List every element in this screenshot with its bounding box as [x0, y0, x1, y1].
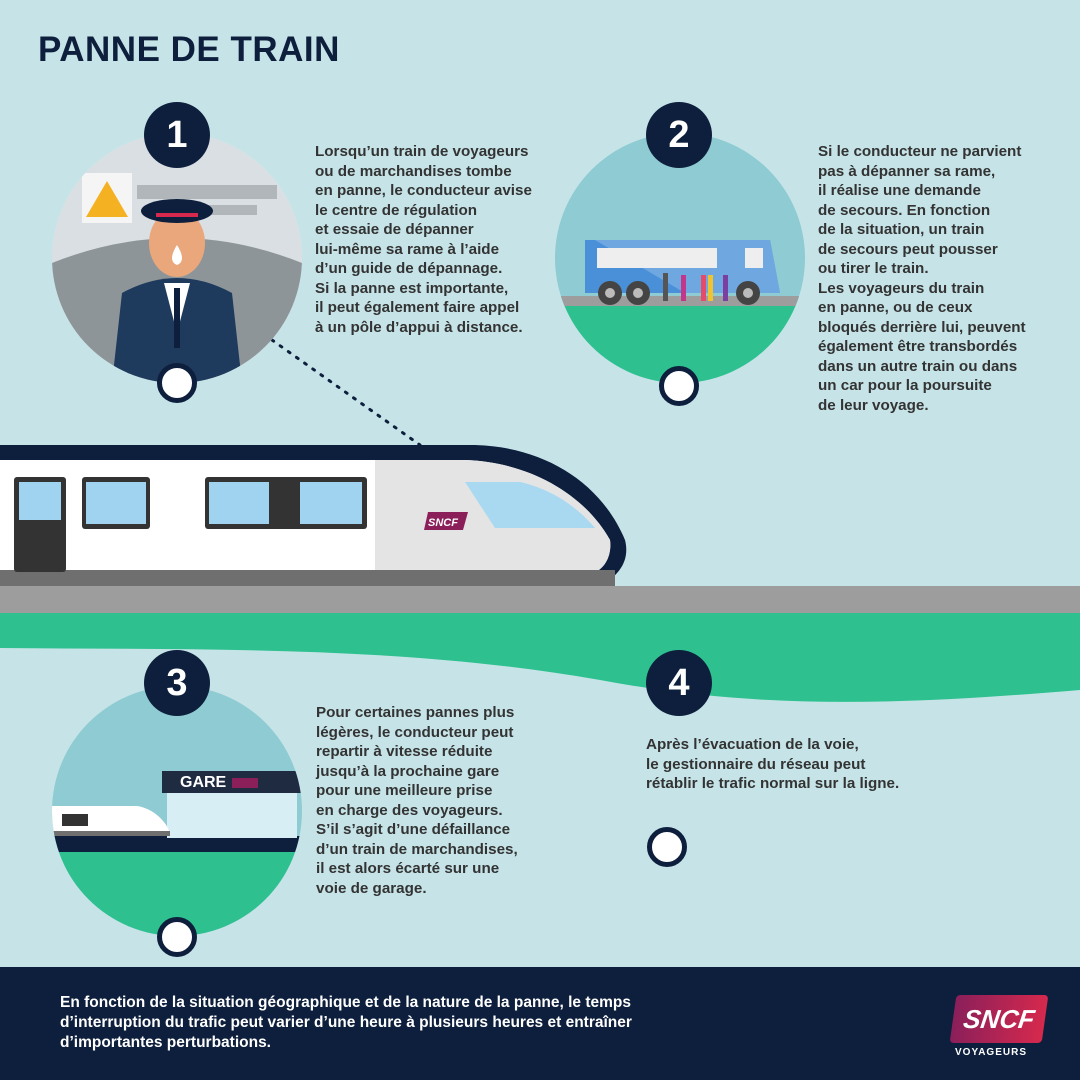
dotted-connector — [270, 338, 422, 447]
clock-icon — [647, 827, 687, 867]
footer — [0, 967, 1080, 1080]
step-2-text: Si le conducteur ne parvient pas à dépan… — [818, 143, 1026, 414]
step-1-text: Lorsqu’un train de voyageurs ou de march… — [315, 143, 532, 336]
train: SNCF — [0, 445, 627, 586]
step-2-badge: 2 — [646, 102, 712, 168]
page-title: PANNE DE TRAIN — [38, 30, 340, 69]
step-4-badge: 4 — [646, 650, 712, 716]
train-sncf-logo: SNCF — [428, 517, 458, 529]
footer-text: En fonction de la situation géographique… — [60, 994, 632, 1051]
bus-icon — [585, 240, 780, 305]
step-4-text: Après l’évacuation de la voie, le gestio… — [646, 736, 900, 792]
step-2-illustration — [555, 133, 805, 383]
track — [0, 586, 1080, 613]
step-3-text: Pour certaines pannes plus légères, le c… — [316, 704, 518, 897]
step-3-badge: 3 — [144, 650, 210, 716]
passengers-icon — [663, 273, 728, 301]
step-1-illustration — [52, 133, 302, 383]
sncf-logo: SNCF — [949, 995, 1049, 1043]
clock-icon — [659, 366, 699, 406]
station-label: GARE — [180, 774, 227, 791]
sncf-logo-sub: VOYAGEURS — [955, 1047, 1027, 1058]
green-wave — [0, 612, 1080, 702]
step-1-badge: 1 — [144, 102, 210, 168]
warning-icon — [86, 181, 128, 217]
clock-icon — [157, 917, 197, 957]
step-3-illustration — [52, 686, 302, 936]
clock-icon — [157, 363, 197, 403]
sncf-logo-text: SNCF — [961, 1004, 1037, 1034]
